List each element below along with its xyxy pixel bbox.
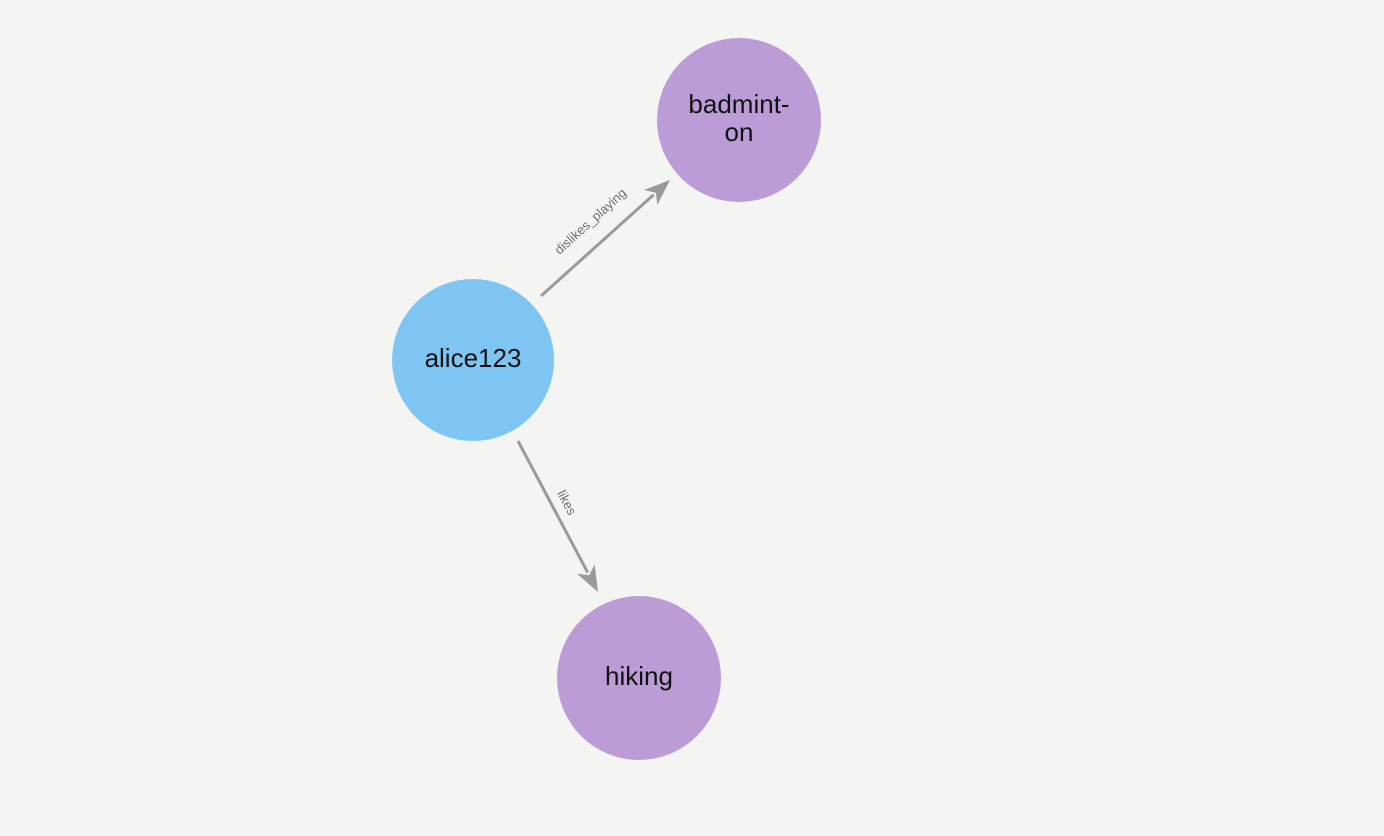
node-circle[interactable]: [392, 279, 554, 441]
edge-arrowhead: [576, 564, 598, 592]
edge-arrowhead: [643, 180, 670, 205]
edge-shaft: [516, 440, 590, 574]
node-circle[interactable]: [657, 38, 821, 202]
edge-shaft: [539, 193, 655, 298]
graph-node[interactable]: alice123: [392, 279, 554, 441]
graph-node[interactable]: hiking: [557, 596, 721, 760]
node-circle[interactable]: [557, 596, 721, 760]
graph-node[interactable]: badmint-on: [657, 38, 821, 202]
